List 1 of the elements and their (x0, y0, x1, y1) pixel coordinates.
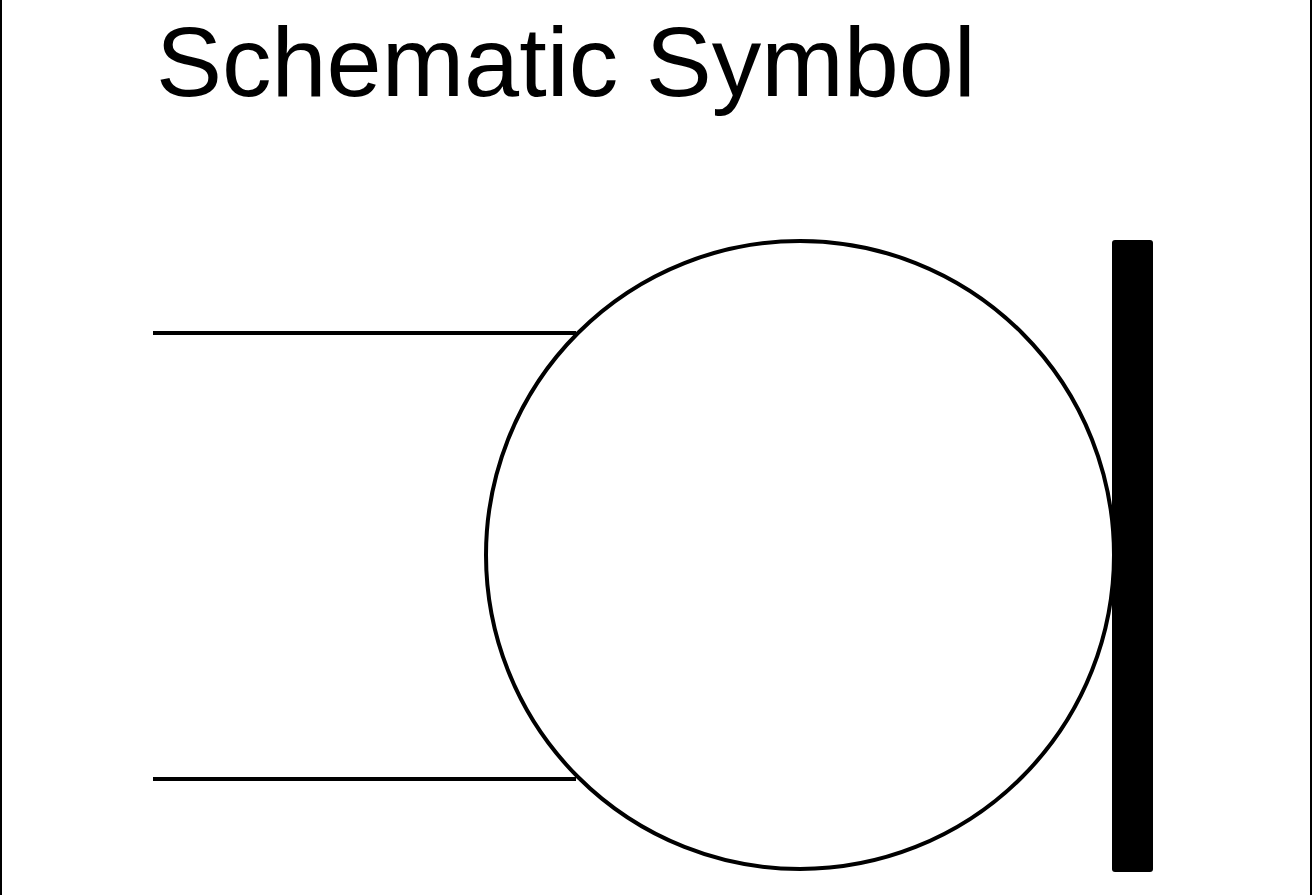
title: Schematic Symbol (156, 5, 976, 119)
